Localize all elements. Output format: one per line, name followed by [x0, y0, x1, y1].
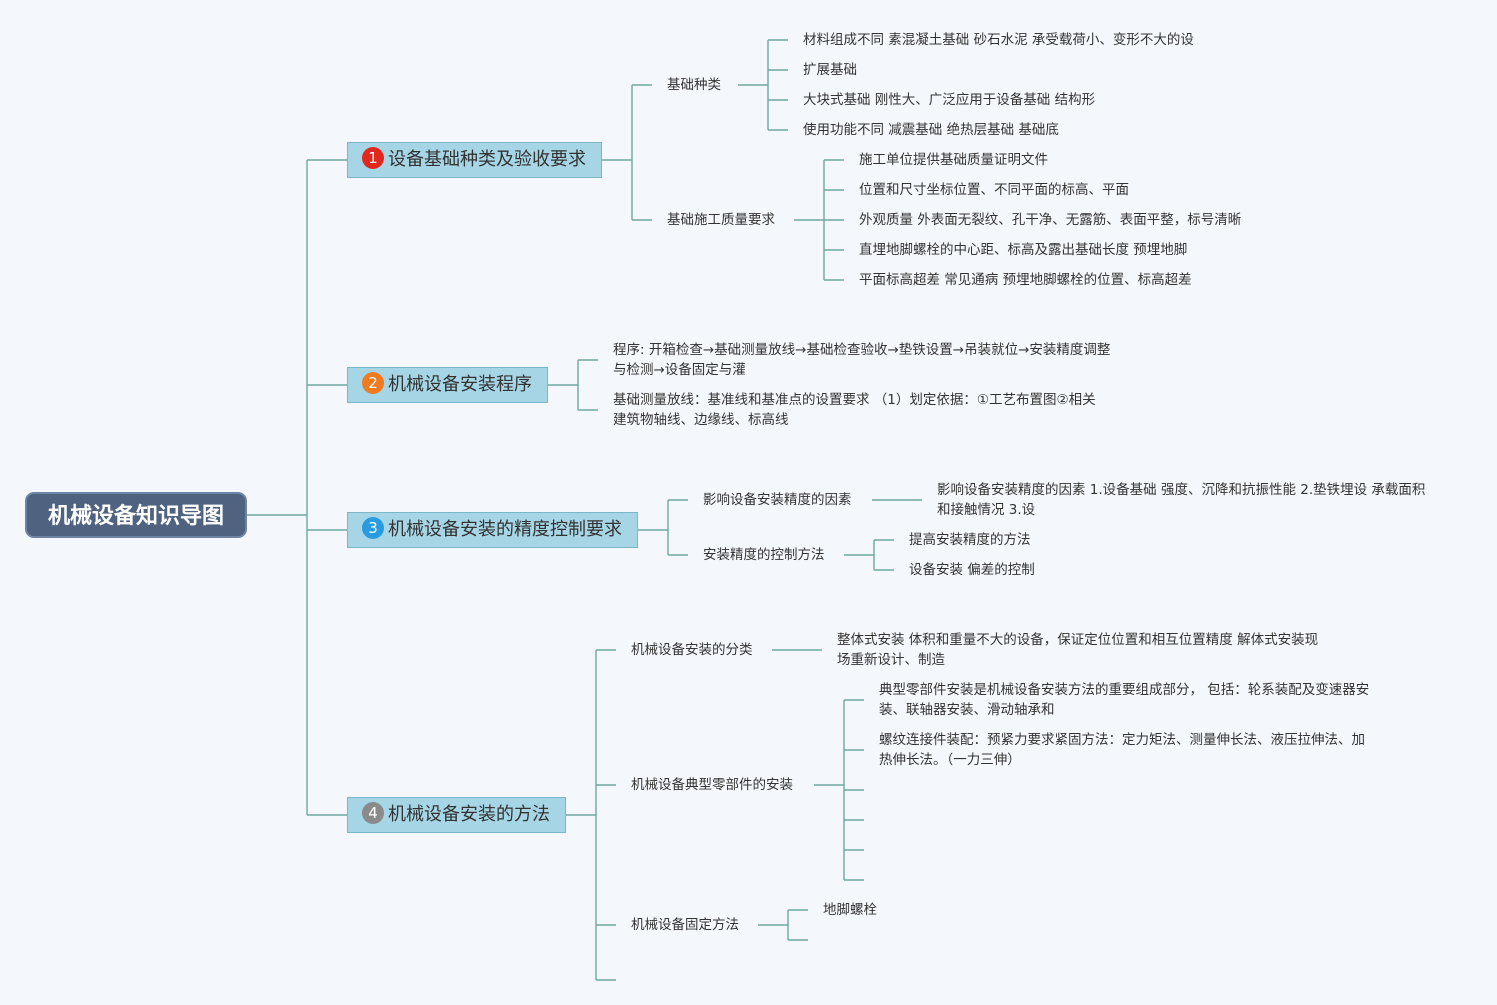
- root-topic[interactable]: 机械设备知识导图: [25, 492, 247, 538]
- leaf-item[interactable]: 典型零部件安装是机械设备安装方法的重要组成部分， 包括：轮系装配及变速器安装、联…: [879, 682, 1370, 718]
- leaf-install-classification-detail[interactable]: 整体式安装 体积和重量不大的设备，保证定位位置和相互位置精度 解体式安装现场重新…: [837, 632, 1319, 668]
- subtopic-fixing-methods[interactable]: 机械设备固定方法: [631, 917, 739, 933]
- leaf-item[interactable]: 材料组成不同 素混凝土基础 砂石水泥 承受载荷小、变形不大的设: [803, 32, 1194, 48]
- subtopic-precision-factors[interactable]: 影响设备安装精度的因素: [703, 492, 852, 508]
- topic-label: 机械设备安装程序: [388, 374, 532, 395]
- subtopic-foundation-types[interactable]: 基础种类: [667, 77, 721, 93]
- note-procedure[interactable]: 程序: 开箱检查→基础测量放线→基础检查验收→垫铁设置→吊装就位→安装精度调整与…: [613, 342, 1111, 378]
- leaf-item[interactable]: 扩展基础: [803, 62, 857, 78]
- leaf-item[interactable]: 平面标高超差 常见通病 预埋地脚螺栓的位置、标高超差: [859, 272, 1192, 288]
- number-badge-2: 2: [362, 372, 384, 394]
- subtopic-typical-parts[interactable]: 机械设备典型零部件的安装: [631, 777, 793, 793]
- topic-label: 机械设备安装的精度控制要求: [388, 519, 622, 540]
- topic-label: 设备基础种类及验收要求: [388, 149, 586, 170]
- leaf-item[interactable]: 使用功能不同 减震基础 绝热层基础 基础底: [803, 122, 1059, 138]
- number-badge-3: 3: [362, 517, 384, 539]
- leaf-item[interactable]: 大块式基础 刚性大、广泛应用于设备基础 结构形: [803, 92, 1096, 108]
- leaf-item[interactable]: 施工单位提供基础质量证明文件: [859, 152, 1048, 168]
- leaf-item[interactable]: 设备安装 偏差的控制: [909, 562, 1035, 578]
- note-survey-layout[interactable]: 基础测量放线：基准线和基准点的设置要求 （1）划定依据：①工艺布置图②相关建筑物…: [613, 392, 1096, 428]
- topic-label: 机械设备安装的方法: [388, 804, 550, 825]
- root-title: 机械设备知识导图: [47, 504, 224, 529]
- leaf-item[interactable]: 地脚螺栓: [823, 902, 877, 918]
- number-badge-1: 1: [362, 147, 384, 169]
- leaf-item[interactable]: 螺纹连接件装配：预紧力要求紧固方法：定力矩法、测量伸长法、液压拉伸法、加热伸长法…: [879, 732, 1365, 768]
- subtopic-construction-quality[interactable]: 基础施工质量要求: [667, 212, 775, 228]
- leaf-precision-factors-detail[interactable]: 影响设备安装精度的因素 1.设备基础 强度、沉降和抗振性能 2.垫铁埋设 承载面…: [937, 482, 1426, 518]
- number-badge-4: 4: [362, 802, 384, 824]
- subtopic-install-classification[interactable]: 机械设备安装的分类: [631, 642, 753, 658]
- leaf-item[interactable]: 提高安装精度的方法: [909, 532, 1031, 548]
- leaf-item[interactable]: 位置和尺寸坐标位置、不同平面的标高、平面: [859, 182, 1129, 198]
- subtopic-precision-methods[interactable]: 安装精度的控制方法: [703, 547, 825, 563]
- leaf-item[interactable]: 直埋地脚螺栓的中心距、标高及露出基础长度 预埋地脚: [859, 242, 1188, 258]
- leaf-item[interactable]: 外观质量 外表面无裂纹、孔干净、无露筋、表面平整，标号清晰: [859, 212, 1242, 228]
